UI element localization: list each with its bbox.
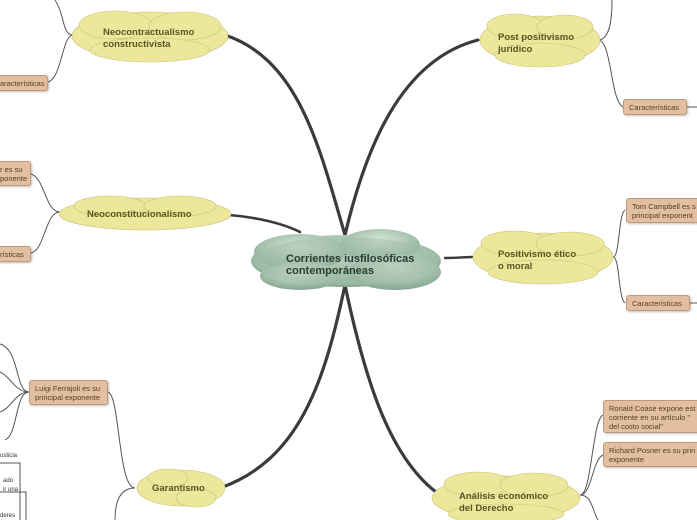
topic-shape-post-positivismo	[479, 13, 601, 68]
leaf-label-line1: Luigi Ferrajoli es su	[35, 384, 101, 393]
text-fragment-ir-una: ir una	[3, 487, 19, 493]
topic-line2: del Derecho	[459, 503, 514, 514]
branch-garantismo	[218, 283, 347, 490]
leaf-label-line2: principal exponent	[632, 211, 693, 220]
topic-shape-neoconstitucionalismo	[58, 195, 232, 231]
leaf-ronald-coase[interactable]: Ronald Coase expone est corriente en su …	[603, 400, 697, 433]
leaf-label: rísticas	[0, 250, 24, 259]
leaf-label-line1: Tom Campbell es s	[632, 202, 696, 211]
leaf-label-line3: del costo social"	[609, 422, 663, 431]
leaf-label: Características	[629, 103, 680, 112]
text-fragment-deres: deres	[0, 513, 16, 519]
topic-garantismo[interactable]: Garantismo	[152, 483, 222, 495]
topic-line2: jurídico	[498, 44, 533, 55]
topic-shape-positivismo-etico	[472, 230, 614, 285]
branch-post-positivismo	[343, 38, 480, 237]
topic-line1: Post positivismo	[498, 32, 575, 43]
topic-positivismo-etico[interactable]: Positivismo ético o moral	[498, 249, 598, 273]
leaf-label-line2: principal exponente	[35, 393, 101, 402]
topic-line1: Garantismo	[152, 483, 205, 494]
branch-neocontractualismo	[223, 33, 347, 237]
branch-positivismo-etico	[443, 255, 474, 260]
leaf-label-line2: ponente	[0, 174, 28, 183]
text-fragment-usticia: usticia	[0, 453, 18, 459]
leaf-label: Características	[632, 299, 683, 308]
leaf-tom-campbell[interactable]: Tom Campbell es s principal exponent	[626, 198, 697, 223]
topic-line1: Positivismo ético	[498, 249, 577, 260]
central-topic[interactable]: Corrientes iusfilosóficas contemporáneas	[286, 253, 436, 277]
topic-shape-neocontractualismo	[71, 10, 229, 63]
central-topic-line1: Corrientes iusfilosóficas	[286, 253, 415, 265]
topic-line2: constructivista	[103, 39, 171, 50]
topic-neocontractualismo[interactable]: Neocontractualismo constructivista	[103, 27, 223, 51]
topic-line1: Análisis económico	[459, 491, 549, 502]
central-topic-shape	[251, 229, 441, 290]
topic-shape-garantismo	[136, 468, 226, 508]
topic-shape-analisis-economico	[431, 471, 581, 520]
central-topic-line2: contemporáneas	[286, 265, 375, 277]
topic-line1: Neocontractualismo	[103, 27, 195, 38]
topic-analisis-economico[interactable]: Análisis económico del Derecho	[459, 491, 569, 515]
leaf-neoconstitucionalismo-exponente[interactable]: r es su ponente	[0, 161, 31, 186]
leaf-label-line1: Richard Posner es su prin	[609, 446, 696, 455]
leaf-post-positivismo-caracteristicas[interactable]: Características	[623, 99, 687, 115]
leaf-luigi-ferrajoli[interactable]: Luigi Ferrajoli es su principal exponent…	[29, 380, 108, 405]
leaf-label-line2: exponente	[609, 455, 645, 464]
leaf-label: aracterísticas	[0, 79, 45, 88]
leaf-label-line1: Ronald Coase expone est	[609, 404, 696, 413]
leaf-positivismo-caracteristicas[interactable]: Características	[626, 295, 690, 311]
text-fragment-ado: ado	[3, 478, 14, 484]
branch-analisis-economico	[343, 283, 442, 497]
topic-line1: Neoconstitucionalismo	[87, 209, 192, 220]
leaf-label-line1: r es su	[0, 165, 23, 174]
leaf-neoconstitucionalismo-caracteristicas[interactable]: rísticas	[0, 246, 31, 262]
topic-post-positivismo[interactable]: Post positivismo jurídico	[498, 32, 598, 56]
leaf-label-line2: corriente en su artículo "	[609, 413, 691, 422]
topic-neoconstitucionalismo[interactable]: Neoconstitucionalismo	[87, 209, 217, 221]
leaf-neocontractualismo-caracteristicas[interactable]: aracterísticas	[0, 75, 48, 91]
leaf-richard-posner[interactable]: Richard Posner es su prin exponente	[603, 442, 697, 467]
topic-line2: o moral	[498, 261, 533, 272]
